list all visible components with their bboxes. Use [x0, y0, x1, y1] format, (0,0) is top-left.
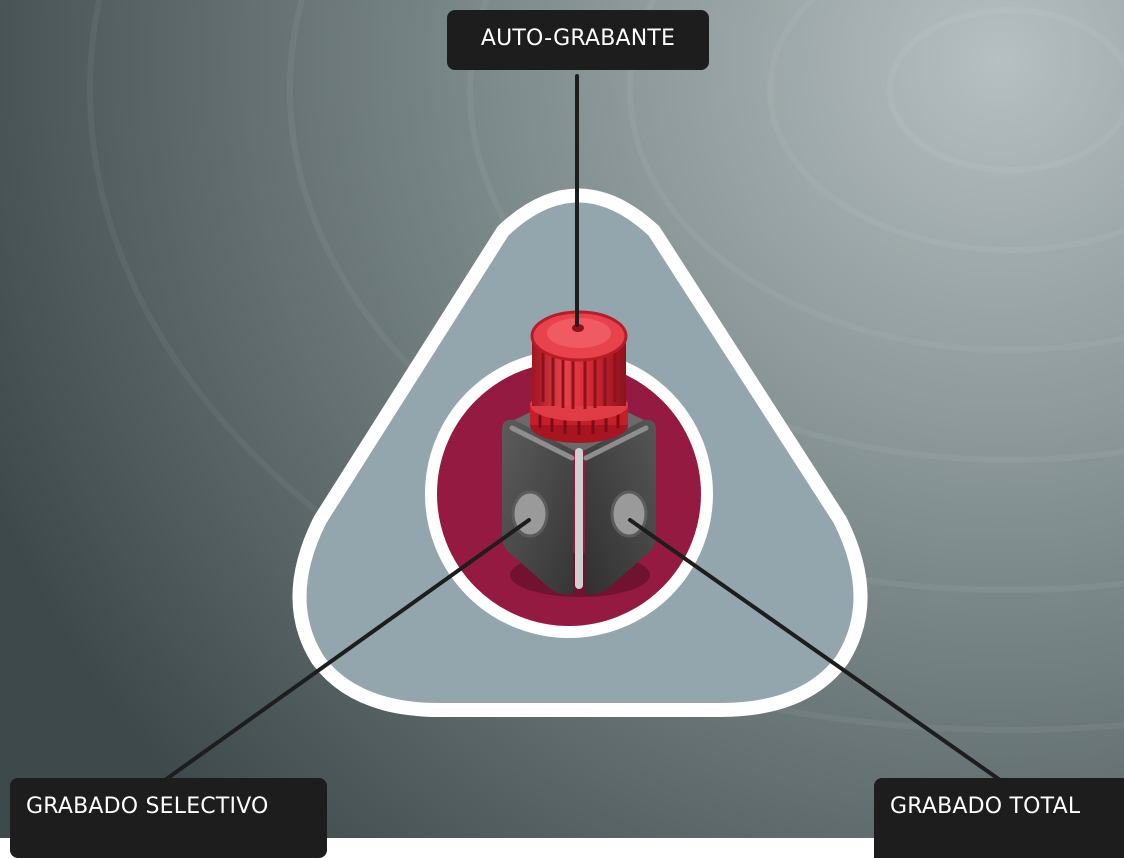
- leader-lines: [163, 74, 1002, 782]
- label-grabado-total: GRABADO TOTAL: [874, 778, 1124, 858]
- leader-line-left: [163, 518, 531, 782]
- vial-cap-icon: [502, 310, 656, 597]
- label-auto-grabante: AUTO-GRABANTE: [447, 10, 709, 70]
- diagram-canvas: [0, 0, 1124, 838]
- background-ripples: [87, 0, 1124, 733]
- label-grabado-selectivo: GRABADO SELECTIVO: [10, 778, 327, 858]
- leader-line-right: [628, 518, 1002, 782]
